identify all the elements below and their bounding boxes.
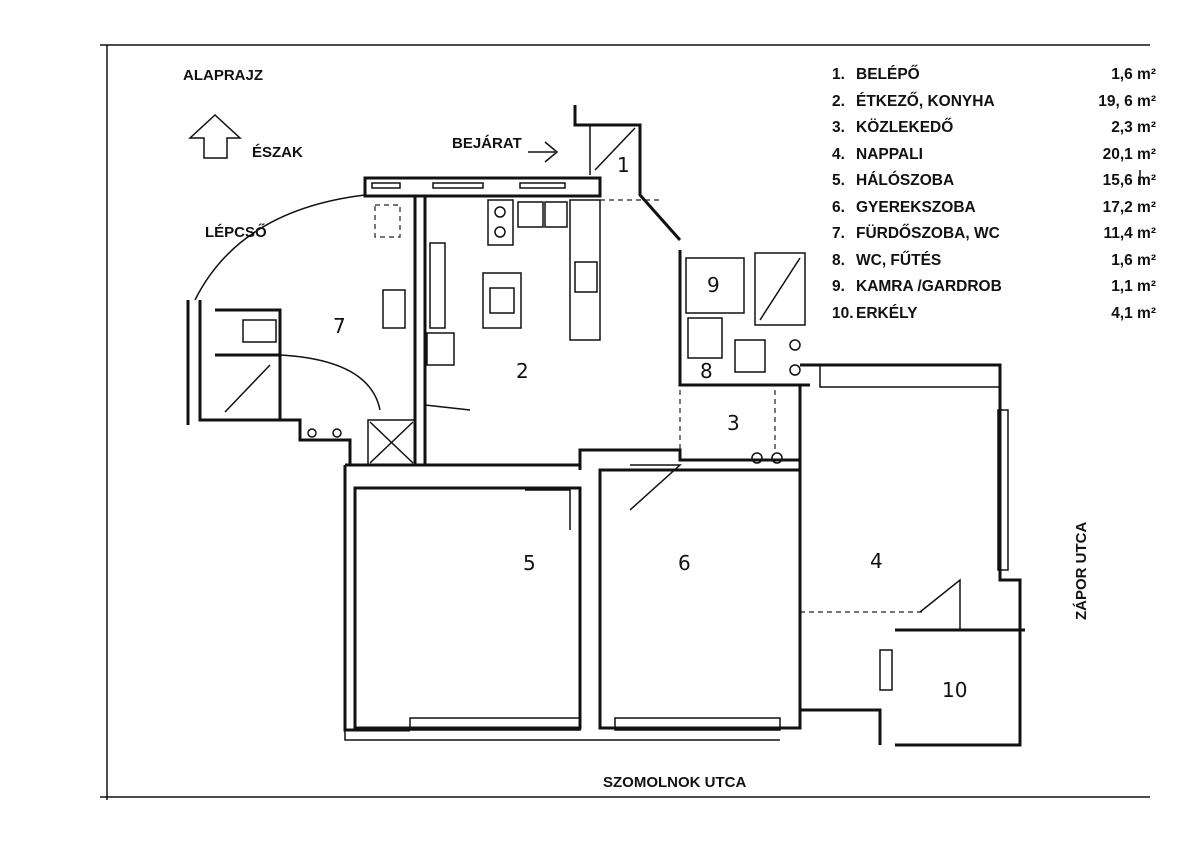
legend-room-area: 15,6 m²	[1102, 172, 1156, 190]
legend-room-name: NAPPALI	[856, 145, 923, 163]
legend-room-name: BELÉPŐ	[856, 66, 920, 84]
room-number-8: 8	[700, 359, 713, 383]
legend-number: 1.	[832, 66, 845, 84]
legend-number: 2.	[832, 92, 845, 110]
legend-room-name: ERKÉLY	[856, 304, 918, 322]
legend-number: 6.	[832, 198, 845, 216]
legend-row: 2. ÉTKEZŐ, KONYHA 19, 6 m²	[832, 89, 1156, 116]
legend-row: 8. WC, FŰTÉS 1,6 m²	[832, 248, 1156, 275]
room-number-1: 1	[617, 153, 630, 177]
legend-room-name: ÉTKEZŐ, KONYHA	[856, 92, 995, 110]
legend-number: 8.	[832, 251, 845, 269]
north-label: ÉSZAK	[252, 144, 303, 161]
room-number-5: 5	[523, 551, 536, 575]
legend-room-area: 4,1 m²	[1111, 304, 1156, 322]
legend-row: 7. FÜRDŐSZOBA, WC 11,4 m²	[832, 221, 1156, 248]
room-number-9: 9	[707, 273, 720, 297]
legend-number: 7.	[832, 225, 845, 243]
room-legend: 1. BELÉPŐ 1,6 m² 2. ÉTKEZŐ, KONYHA 19, 6 m² 3.…	[832, 62, 1156, 327]
legend-room-name: KÖZLEKEDŐ	[856, 119, 954, 137]
legend-number: 4.	[832, 145, 845, 163]
room-number-7: 7	[333, 314, 346, 338]
legend-room-name: HÁLÓSZOBA	[856, 172, 955, 190]
legend-room-name: WC, FŰTÉS	[856, 251, 942, 269]
border-lines	[100, 44, 1150, 800]
legend-room-area: 19, 6 m²	[1098, 92, 1156, 110]
legend-room-name: KAMRA /GARDROB	[856, 278, 1002, 296]
stair-label: LÉPCSŐ	[205, 223, 267, 241]
legend-room-area: 1,1 m²	[1111, 278, 1156, 296]
legend-row: 3. KÖZLEKEDŐ 2,3 m²	[832, 115, 1156, 142]
entrance-arrow-icon	[528, 141, 559, 163]
legend-row: 1. BELÉPŐ 1,6 m²	[832, 62, 1156, 89]
north-arrow-icon	[188, 113, 242, 159]
walls	[186, 105, 1025, 747]
legend-number: 3.	[832, 119, 845, 137]
legend-room-area: 1,6 m²	[1111, 66, 1156, 84]
legend-row: 6. GYEREKSZOBA 17,2 m²	[832, 195, 1156, 222]
legend-number: 5.	[832, 172, 845, 190]
legend-room-area: 11,4 m²	[1103, 225, 1156, 243]
plan-title: ALAPRAJZ	[183, 67, 263, 84]
legend-room-area: 17,2 m²	[1102, 198, 1156, 216]
legend-room-area: 20,1 m²	[1102, 145, 1156, 163]
street-bottom-label: SZOMOLNOK UTCA	[603, 774, 746, 791]
room-number-3: 3	[727, 411, 740, 435]
entrance-label: BEJÁRAT	[452, 135, 522, 152]
room-number-2: 2	[516, 359, 529, 383]
street-right-label: ZÁPOR UTCA	[1073, 522, 1090, 620]
legend-row: 4. NAPPALI 20,1 m²	[832, 142, 1156, 169]
legend-row: 9. KAMRA /GARDROB 1,1 m²	[832, 274, 1156, 301]
room-number-6: 6	[678, 551, 691, 575]
legend-room-name: GYEREKSZOBA	[856, 198, 976, 216]
legend-number: 10.	[832, 304, 854, 322]
legend-room-area: 2,3 m²	[1111, 119, 1156, 137]
legend-room-name: FÜRDŐSZOBA, WC	[856, 225, 1000, 243]
legend-number: 9.	[832, 278, 845, 296]
legend-row: 10.ERKÉLY 4,1 m²	[832, 301, 1156, 328]
legend-row: 5. HÁLÓSZOBA 15,6 m²	[832, 168, 1156, 195]
legend-room-area: 1,6 m²	[1111, 251, 1156, 269]
room-number-10: 10	[942, 678, 967, 702]
room-number-4: 4	[870, 549, 883, 573]
